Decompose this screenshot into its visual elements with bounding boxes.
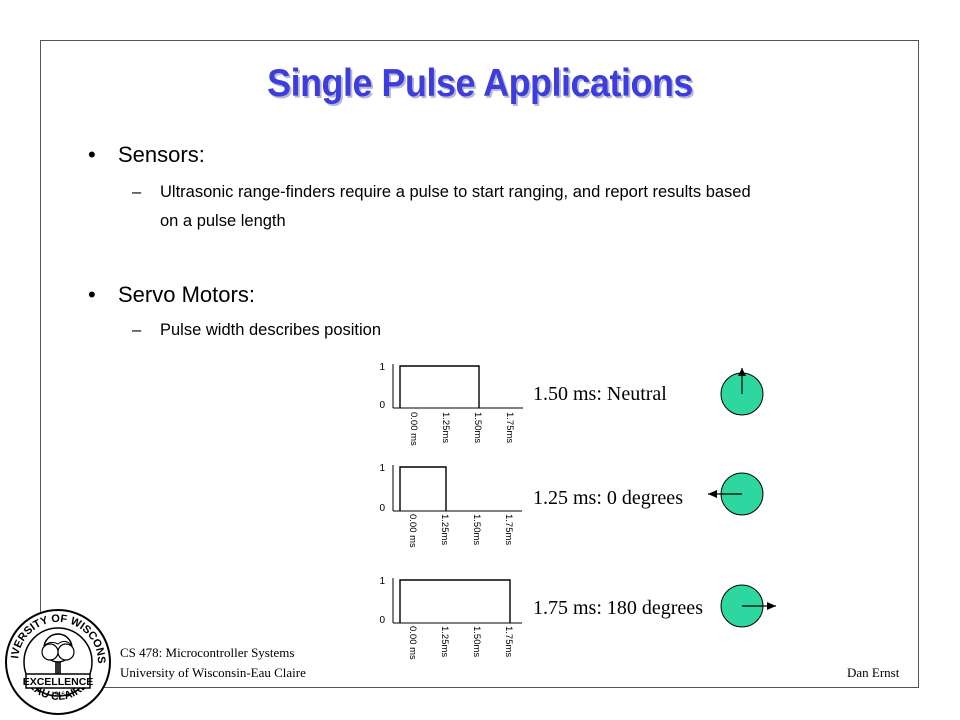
y-tick-label: 1 (379, 362, 385, 373)
x-tick-label: 1.75ms (503, 626, 514, 657)
sub-bullet-dash: – (132, 321, 142, 339)
x-tick-label: 1.50ms (471, 626, 482, 657)
x-tick-label: 1.75ms (504, 412, 515, 443)
slide-frame (40, 40, 919, 688)
pulse-waveform (399, 365, 480, 408)
pulse-waveform (399, 466, 447, 511)
footer-author: Dan Ernst (847, 665, 900, 680)
servo-needle-arrowhead (708, 490, 717, 498)
pulse-label-180-degrees: 1.75 ms: 180 degrees (533, 597, 703, 619)
y-tick-label: 0 (379, 503, 385, 514)
sub-bullet-line-1: Ultrasonic range-finders require a pulse… (160, 183, 751, 201)
seal-year-text: 1916 (51, 692, 65, 698)
x-tick-label: 0.00 ms (407, 626, 418, 660)
pulse-label-neutral: 1.50 ms: Neutral (533, 383, 667, 405)
footer-course: CS 478: Microcontroller Systems (120, 645, 295, 660)
y-tick-label: 1 (379, 463, 385, 474)
x-tick-label: 0.00 ms (407, 514, 418, 548)
seal-middle-text: EXCELLENCE (23, 676, 94, 688)
y-tick-label: 0 (379, 400, 385, 411)
bullet-servo-motors: • Servo Motors: (88, 282, 255, 308)
x-tick-label: 1.75ms (503, 514, 514, 545)
x-tick-label: 1.25ms (439, 514, 450, 545)
servo-needle-arrowhead (767, 602, 776, 610)
sub-bullet-dash: – (132, 183, 142, 201)
sub-bullet-line-1: Pulse width describes position (160, 321, 382, 339)
pulse-waveform (399, 579, 511, 623)
sub-bullet-servo: – Pulse width describes position (132, 316, 382, 345)
x-tick-label: 0.00 ms (408, 412, 419, 446)
footer-university: University of Wisconsin-Eau Claire (120, 665, 306, 680)
sub-bullet-line-2: on a pulse length (160, 212, 286, 230)
y-tick-label: 1 (379, 576, 385, 587)
bullet-sensors-label: Sensors: (118, 142, 205, 167)
x-tick-label: 1.25ms (439, 626, 450, 657)
y-tick-label: 0 (379, 615, 385, 626)
x-tick-label: 1.25ms (440, 412, 451, 443)
servo-needle-arrowhead (738, 368, 746, 376)
bullet-dot: • (88, 142, 96, 167)
slide-title: Single Pulse Applications (267, 62, 693, 105)
bullet-sensors: • Sensors: (88, 142, 205, 168)
bullet-servo-label: Servo Motors: (118, 282, 255, 307)
x-tick-label: 1.50ms (472, 412, 483, 443)
x-tick-label: 1.50ms (471, 514, 482, 545)
pulse-label-0-degrees: 1.25 ms: 0 degrees (533, 487, 683, 509)
bullet-dot: • (88, 282, 96, 307)
sub-bullet-sensors: – Ultrasonic range-finders require a pul… (132, 178, 751, 236)
